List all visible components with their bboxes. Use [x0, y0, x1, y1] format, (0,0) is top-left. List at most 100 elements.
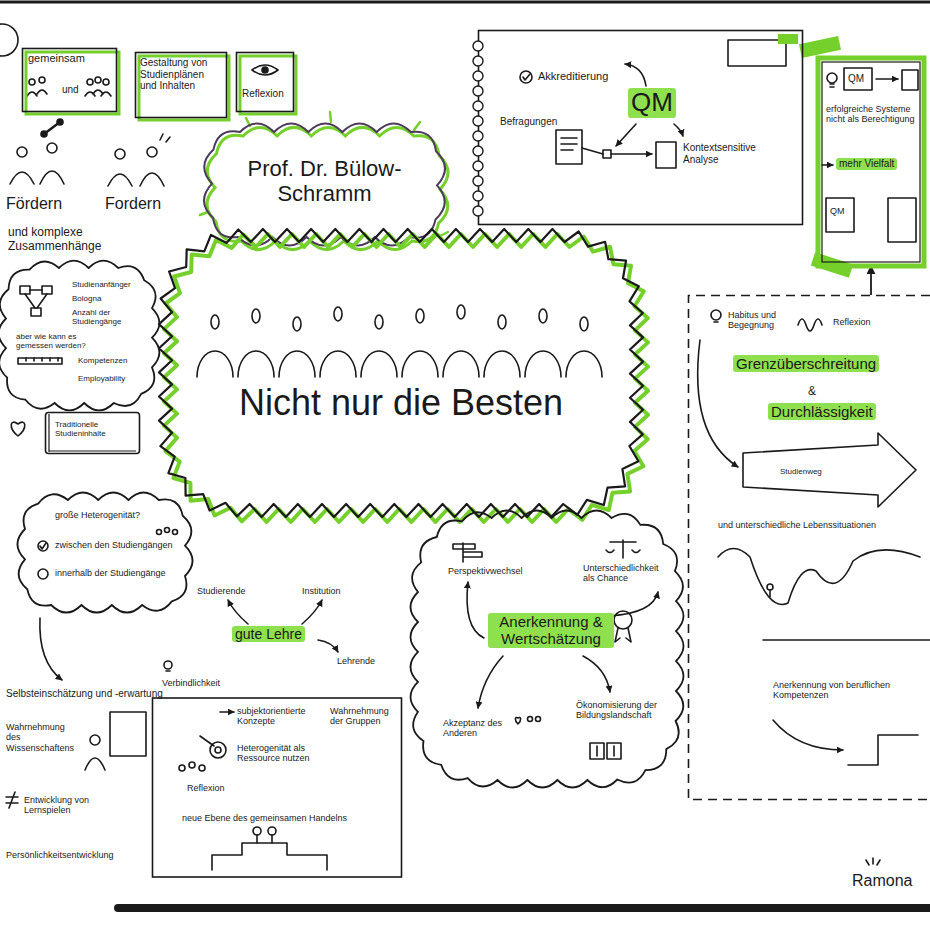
lightbulb-icon — [827, 73, 837, 83]
panel-border — [153, 698, 402, 877]
node-text: Nicht nur die Besten — [192, 382, 610, 423]
cloud-outline — [204, 123, 445, 245]
arrow — [822, 164, 833, 166]
person-head — [457, 305, 465, 319]
corner-circle — [0, 24, 18, 56]
concept-label: und komplexe Zusammenhänge — [8, 226, 158, 254]
box-border — [136, 53, 227, 118]
node-text: Verbindlichkeit — [162, 678, 220, 688]
node-text: Akzeptanz des Anderen — [443, 718, 528, 739]
target-arrow — [200, 736, 214, 746]
landscape-line — [718, 549, 920, 605]
cloud-outline — [411, 511, 684, 788]
circle-icon — [38, 569, 48, 579]
box-border — [23, 49, 117, 112]
node-text: Wahrnehmung der Gruppen — [330, 706, 396, 727]
person-body — [10, 172, 34, 184]
node-text: große Heterogenität? — [55, 510, 140, 520]
node-text: subjektorientierte Konzepte — [237, 706, 322, 727]
person-icon — [528, 717, 533, 722]
node-text: Reflexion — [833, 317, 871, 327]
person-head — [375, 315, 383, 329]
teacher-body — [85, 758, 105, 770]
node-text: QM — [628, 88, 676, 118]
node-text: Studienweg — [778, 467, 824, 476]
person-icon — [536, 717, 541, 722]
person-icon — [87, 79, 93, 85]
node-text: Anzahl der Studiengänge — [72, 308, 147, 326]
notebook-ring — [473, 56, 483, 66]
cloud-shadow — [207, 127, 448, 249]
concept-label: Fordern — [105, 195, 161, 213]
arrow — [698, 340, 738, 467]
arrow — [611, 153, 652, 155]
person-icon — [189, 762, 195, 768]
eye-icon — [262, 67, 268, 73]
node-text: Perspektivwechsel — [448, 566, 523, 576]
teaching-sketch — [164, 600, 338, 870]
arrow — [478, 656, 503, 708]
arrow — [40, 618, 62, 680]
person-head — [416, 309, 424, 323]
emphasis-marks — [160, 134, 170, 142]
big-arrow — [743, 433, 916, 507]
note-text: Entwicklung von Lernspielen — [24, 795, 124, 816]
speaker-cloud: Prof. Dr. Bülow-Schramm — [212, 132, 437, 237]
person-body — [361, 351, 397, 377]
person-head — [115, 149, 125, 159]
person-body — [108, 174, 132, 186]
qm-notebook: QMAkkreditierungBefragungenKontextsensit… — [478, 30, 803, 225]
node-text: Gestaltung von Studienplänen und Inhalte… — [140, 57, 222, 92]
audience-figures — [197, 305, 602, 377]
arrow — [773, 720, 843, 750]
paper-icon — [844, 68, 872, 90]
notebook-ring — [473, 146, 483, 156]
node-text: mehr Vielfalt — [836, 158, 897, 170]
check-icon — [38, 541, 48, 551]
check-icon — [520, 71, 532, 83]
person-head — [147, 147, 157, 157]
money-icon — [597, 746, 614, 756]
cloud-outline — [418, 518, 676, 780]
paper-icon — [826, 198, 854, 232]
lightbulb-icon — [711, 310, 721, 320]
paper-icon — [902, 70, 918, 90]
document-lines — [561, 138, 577, 150]
notebook-ring — [473, 191, 483, 201]
box-border — [237, 53, 294, 112]
scale-icon — [606, 540, 640, 558]
node-text: Heterogenität als Ressource nutzen — [237, 743, 337, 764]
topic-box: gemeinsamund — [22, 48, 117, 112]
notebook-outline — [478, 30, 803, 225]
thought-cloud: StudienanfängerBolognaAnzahl der Studien… — [6, 268, 152, 403]
document-icon — [556, 130, 582, 164]
person-head — [334, 307, 342, 321]
teaching-panel: gute LehreStudierendeInstitutionLehrende… — [152, 578, 402, 878]
node-text: Traditionelle Studieninhalte — [55, 420, 135, 438]
node-text: Reflexion — [242, 88, 284, 100]
person-icon — [29, 79, 35, 85]
node-text: Anerkennung & Wertschätzung — [488, 613, 614, 648]
stairs-icon — [212, 843, 327, 870]
book-cover — [46, 413, 140, 454]
dumbbell-icon — [57, 119, 63, 125]
person-body — [238, 351, 274, 377]
node-text: Akkreditierung — [538, 70, 608, 83]
target-icon — [215, 747, 221, 753]
node-text: Grenzüberschreitung — [733, 355, 879, 372]
card-frame — [818, 58, 924, 266]
node-text: Studienanfänger — [72, 280, 131, 289]
note-text: Persönlichkeitsentwicklung — [6, 850, 114, 860]
person-icon — [165, 528, 170, 533]
topic-box: Reflexion — [236, 52, 294, 112]
dumbbell-icon — [41, 131, 47, 137]
top-rule — [0, 1, 930, 4]
lehre-outline — [152, 578, 402, 878]
book-pages — [49, 414, 136, 452]
title-burst: Nicht nur die Besten — [172, 242, 630, 504]
person-body — [443, 351, 479, 377]
